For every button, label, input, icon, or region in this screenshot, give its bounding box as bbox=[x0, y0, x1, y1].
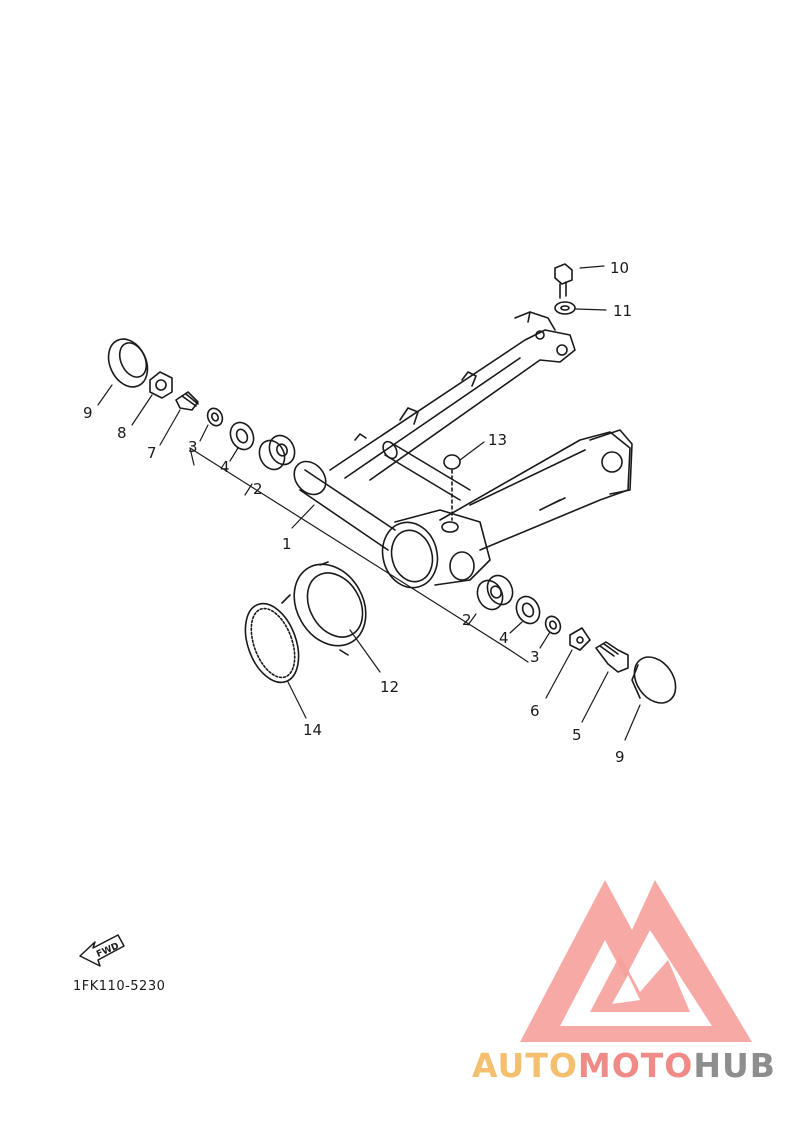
callout-7: 7 bbox=[147, 444, 157, 462]
bolt-part bbox=[554, 263, 573, 299]
callout-3-right: 3 bbox=[530, 648, 540, 666]
callout-11: 11 bbox=[613, 302, 632, 320]
callout-2-left: 2 bbox=[253, 480, 263, 498]
brand-moto: MOTO bbox=[577, 1046, 694, 1085]
callout-8: 8 bbox=[117, 424, 127, 442]
left-side-parts bbox=[107, 338, 296, 471]
assembly-axis-lines bbox=[189, 447, 529, 663]
callout-1: 1 bbox=[282, 535, 292, 553]
callout-3-left: 3 bbox=[188, 438, 198, 456]
callout-4-right: 4 bbox=[499, 629, 509, 647]
callout-12: 12 bbox=[380, 678, 399, 696]
right-side-parts bbox=[476, 574, 677, 704]
callout-4-left: 4 bbox=[220, 458, 230, 476]
watermark-brand: AUTOMOTOHUB bbox=[472, 1046, 776, 1085]
leader-lines bbox=[97, 265, 641, 741]
grease-nipple-part bbox=[443, 454, 461, 521]
callout-6: 6 bbox=[530, 702, 540, 720]
callout-2-right: 2 bbox=[462, 611, 472, 629]
brand-hub: HUB bbox=[693, 1046, 776, 1085]
dust-cover-part bbox=[281, 561, 367, 656]
fwd-arrow-icon: FWD bbox=[79, 934, 125, 967]
callout-9-right: 9 bbox=[615, 748, 625, 766]
swingarm-frame bbox=[293, 311, 633, 589]
washer-part bbox=[554, 301, 576, 315]
gasket-ring-part bbox=[244, 602, 300, 684]
drawing-code: 1FK110-5230 bbox=[73, 979, 166, 994]
callout-5: 5 bbox=[572, 726, 582, 744]
watermark-logo-icon bbox=[520, 880, 752, 1042]
callout-labels: 1 2 2 3 3 4 4 5 6 7 8 9 9 10 11 12 13 14 bbox=[83, 259, 632, 766]
brand-auto: AUTO bbox=[472, 1046, 578, 1085]
callout-13: 13 bbox=[488, 431, 507, 449]
callout-14: 14 bbox=[303, 721, 322, 739]
callout-9-left: 9 bbox=[83, 404, 93, 422]
callout-10: 10 bbox=[610, 259, 629, 277]
